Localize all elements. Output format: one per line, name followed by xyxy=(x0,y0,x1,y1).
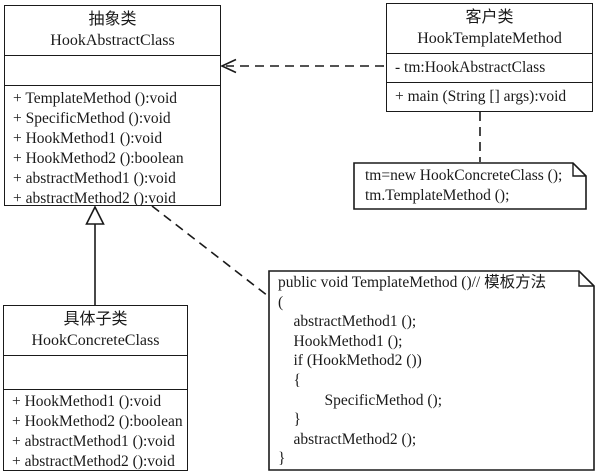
class-box-hook-abstract-class: 抽象类 HookAbstractClass + TemplateMethod (… xyxy=(4,5,221,206)
method-item: + HookMethod1 ():void xyxy=(13,130,163,147)
attributes-compartment-empty xyxy=(4,356,187,390)
note-text: tm=new HookConcreteClass (); tm.Template… xyxy=(353,162,587,210)
method-item: + HookMethod2 ():boolean xyxy=(13,150,184,167)
method-item: + HookMethod1 ():void xyxy=(12,393,162,410)
class-name: HookAbstractClass xyxy=(50,32,175,49)
code-line: } xyxy=(278,450,286,468)
method-item: + abstractMethod1 ():void xyxy=(13,170,176,187)
class-header: 具体子类 HookConcreteClass xyxy=(4,306,187,356)
class-name: HookConcreteClass xyxy=(31,332,160,349)
code-line: HookMethod1 (); xyxy=(278,332,403,350)
note-template-method-code: public void TemplateMethod ()// 模板方法 ( a… xyxy=(268,270,595,471)
code-line: } xyxy=(278,411,301,429)
code-line: abstractMethod1 (); xyxy=(278,313,417,331)
note-anchor-template-note xyxy=(151,205,269,297)
generalization-arrow-concrete-to-abstract xyxy=(85,205,105,305)
code-line: ( xyxy=(278,293,284,311)
class-header: 客户类 HookTemplateMethod xyxy=(387,4,592,54)
note-shape xyxy=(353,162,587,210)
method-item: + main (String [] args):void xyxy=(395,88,567,105)
attribute-item: - tm:HookAbstractClass xyxy=(395,59,546,76)
note-fold-corner xyxy=(578,271,594,287)
class-name: HookTemplateMethod xyxy=(417,30,562,47)
class-box-hook-template-method: 客户类 HookTemplateMethod - tm:HookAbstract… xyxy=(386,3,593,112)
methods-compartment: + HookMethod1 ():void + HookMethod2 ():b… xyxy=(4,390,187,470)
code-line: abstractMethod2 (); xyxy=(278,430,417,448)
method-item: + abstractMethod2 ():void xyxy=(13,190,176,205)
class-stereotype-label: 抽象类 xyxy=(88,11,137,28)
note-fold-corner xyxy=(572,163,586,177)
class-stereotype-label: 客户类 xyxy=(465,9,514,26)
attributes-compartment-empty xyxy=(5,56,220,86)
code-line: SpecificMethod (); xyxy=(278,391,443,409)
method-item: + abstractMethod1 ():void xyxy=(12,433,175,450)
code-line: { xyxy=(278,371,301,389)
note-shape xyxy=(268,270,595,471)
method-item: + HookMethod2 ():boolean xyxy=(12,413,183,430)
method-item: + TemplateMethod ():void xyxy=(13,90,178,107)
code-line: if (HookMethod2 ()) xyxy=(278,352,422,370)
dependency-arrow-client-to-abstract xyxy=(220,58,384,74)
methods-compartment: + main (String [] args):void xyxy=(387,83,592,111)
code-line: tm.TemplateMethod (); xyxy=(365,187,510,204)
method-item: + SpecificMethod ():void xyxy=(13,110,171,127)
code-line: public void TemplateMethod ()// 模板方法 xyxy=(278,274,547,291)
class-box-hook-concrete-class: 具体子类 HookConcreteClass + HookMethod1 ():… xyxy=(3,305,188,471)
attributes-compartment: - tm:HookAbstractClass xyxy=(387,54,592,83)
method-item: + abstractMethod2 ():void xyxy=(12,453,175,470)
methods-compartment: + TemplateMethod ():void + SpecificMetho… xyxy=(5,86,220,205)
note-client-code: tm=new HookConcreteClass (); tm.Template… xyxy=(353,162,587,210)
code-line: tm=new HookConcreteClass (); xyxy=(365,167,563,184)
note-text: public void TemplateMethod ()// 模板方法 ( a… xyxy=(268,270,595,471)
class-header: 抽象类 HookAbstractClass xyxy=(5,6,220,56)
class-stereotype-label: 具体子类 xyxy=(63,311,128,328)
